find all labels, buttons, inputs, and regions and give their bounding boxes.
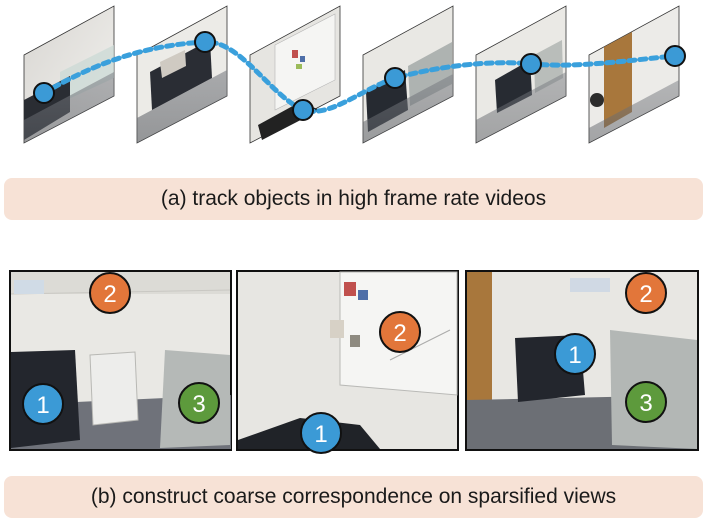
track-point-5 [520,53,542,75]
sparse-view-3: 2 1 3 [465,270,699,451]
marker-2-label: 2 [103,281,116,308]
track-point-6 [664,45,686,67]
track-point-2 [194,31,216,53]
marker-1-label: 1 [36,392,49,419]
sparse-view-2: 2 1 [236,270,459,454]
marker-1 [22,383,64,425]
marker-1-label: 1 [568,342,581,369]
track-point-4 [384,67,406,89]
track-path [41,39,678,114]
caption-a-bar: (a) track objects in high frame rate vid… [4,178,703,220]
caption-a: (a) track objects in high frame rate vid… [160,187,547,210]
marker-1 [300,412,342,454]
marker-2-label: 2 [393,320,406,347]
marker-2-label: 2 [639,281,652,308]
sparse-view-1: 2 1 3 [9,270,232,451]
marker-3-label: 3 [639,390,652,417]
marker-2 [89,272,131,314]
caption-b: (b) construct coarse correspondence on s… [90,485,617,508]
video-frame-3 [249,5,341,144]
marker-2 [625,272,667,314]
marker-3 [625,381,667,423]
caption-b-bar: (b) construct coarse correspondence on s… [4,476,703,518]
marker-3 [178,382,220,424]
track-point-1 [33,82,55,104]
video-frame-6 [588,5,680,144]
marker-1-label: 1 [314,421,327,448]
track-point-3 [292,99,314,121]
marker-3-label: 3 [192,391,205,418]
video-frame-1 [23,5,115,144]
marker-1 [554,333,596,375]
marker-2 [379,311,421,353]
video-frame-5 [475,5,567,144]
